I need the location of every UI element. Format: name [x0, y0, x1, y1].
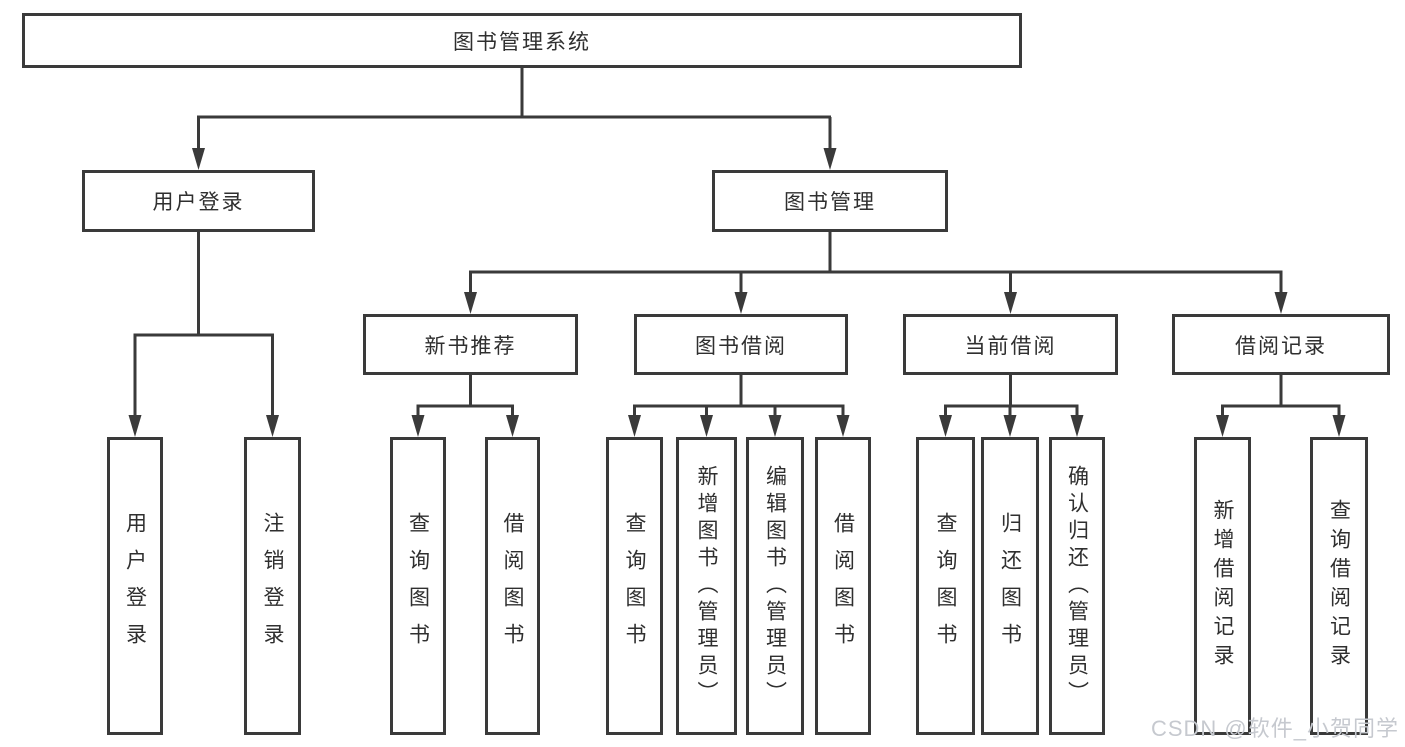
node-label: 新增借阅记录: [1211, 499, 1234, 673]
node-label: 归还图书: [998, 512, 1022, 660]
node-label: 图书借阅: [695, 334, 787, 358]
connector-user-login-children: [128, 232, 279, 437]
node-system-root: 图书管理系统: [22, 13, 1022, 68]
leaf-logout: 注销登录: [244, 437, 301, 735]
node-label: 借阅记录: [1235, 334, 1327, 358]
connector-root-to-level2: [192, 68, 837, 170]
node-label: 图书管理: [784, 191, 876, 214]
leaf-add-borrow-record: 新增借阅记录: [1194, 437, 1251, 735]
connector-book-borrow-children: [628, 375, 850, 437]
node-borrowing-records: 借阅记录: [1172, 314, 1390, 375]
leaf-add-book-admin: 新增图书（管理员）: [676, 437, 737, 735]
node-label: 用户登录: [152, 191, 245, 214]
leaf-edit-book-admin: 编辑图书（管理员）: [746, 437, 804, 735]
connector-current-borrow-children: [939, 375, 1084, 437]
node-label: 用户登录: [123, 512, 147, 660]
node-label: 借阅图书: [501, 512, 524, 660]
node-label: 确认归还（管理员）: [1065, 464, 1089, 708]
leaf-query-borrow-record: 查询借阅记录: [1310, 437, 1368, 735]
node-current-borrowing: 当前借阅: [903, 314, 1118, 375]
node-user-login: 用户登录: [82, 170, 315, 232]
node-label: 查询借阅记录: [1327, 499, 1351, 673]
node-label: 查询图书: [406, 512, 430, 660]
connector-borrow-record-children: [1216, 375, 1346, 437]
node-label: 新书推荐: [424, 334, 517, 358]
connector-book-mgmt-children: [464, 232, 1288, 314]
leaf-query-books-recommend: 查询图书: [390, 437, 446, 735]
node-book-borrowing: 图书借阅: [634, 314, 848, 375]
leaf-return-books: 归还图书: [981, 437, 1039, 735]
node-label: 图书管理系统: [453, 30, 591, 54]
leaf-borrow-books: 借阅图书: [815, 437, 871, 735]
connector-new-book-children: [411, 375, 519, 437]
leaf-query-books-current: 查询图书: [916, 437, 975, 735]
node-label: 当前借阅: [964, 334, 1057, 358]
leaf-user-login: 用户登录: [107, 437, 163, 735]
node-label: 查询图书: [623, 512, 646, 660]
node-label: 注销登录: [261, 512, 284, 660]
node-label: 编辑图书（管理员）: [763, 464, 787, 708]
leaf-query-books-borrow: 查询图书: [606, 437, 663, 735]
node-new-book-recommend: 新书推荐: [363, 314, 578, 375]
csdn-watermark: CSDN @软件_小贺同学: [1150, 716, 1399, 741]
node-label: 借阅图书: [831, 512, 855, 660]
leaf-confirm-return-admin: 确认归还（管理员）: [1049, 437, 1105, 735]
leaf-borrow-books-recommend: 借阅图书: [485, 437, 540, 735]
node-book-management: 图书管理: [712, 170, 948, 232]
node-label: 新增图书（管理员）: [695, 464, 718, 708]
node-label: 查询图书: [934, 512, 957, 660]
